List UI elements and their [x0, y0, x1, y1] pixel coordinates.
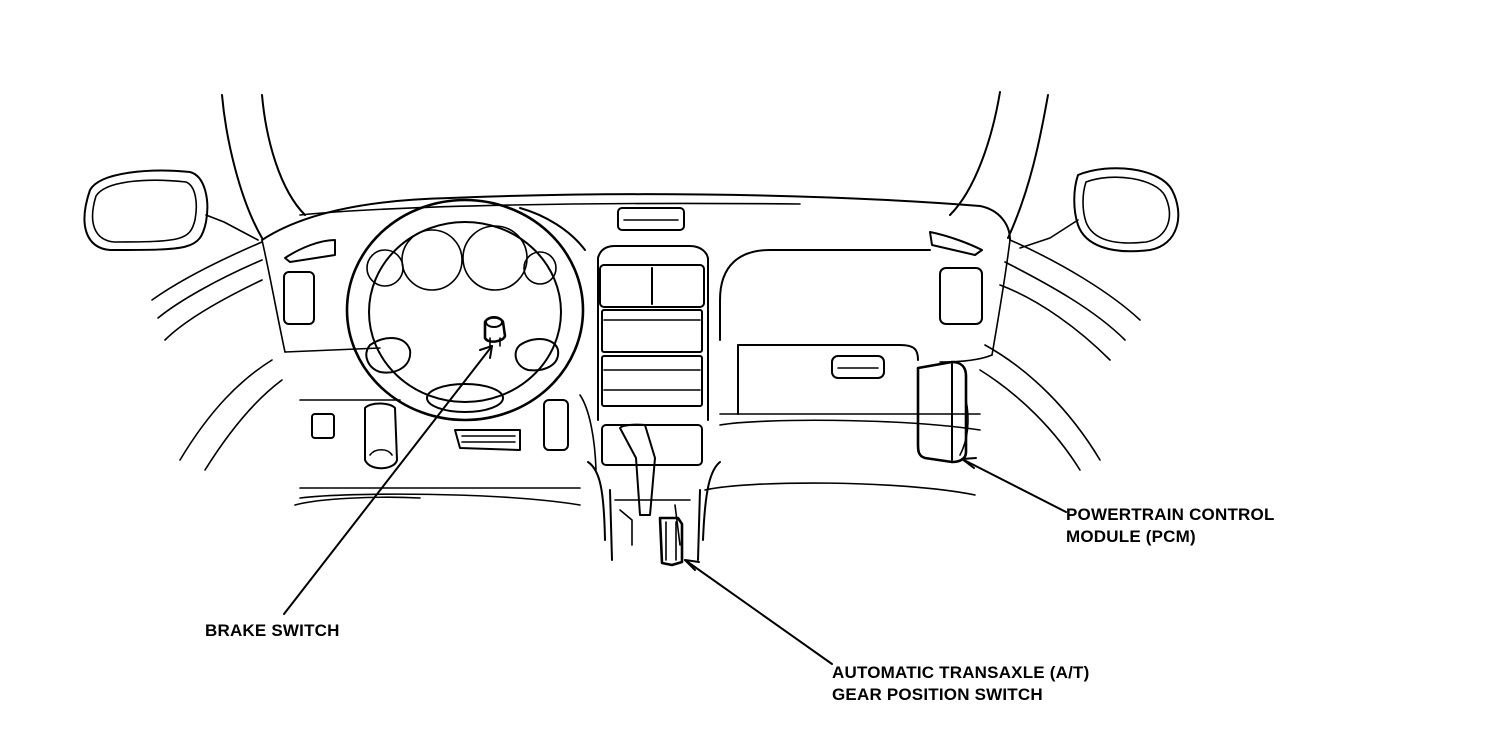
- left-side-mirror: [83, 169, 259, 251]
- leader-pcm: [961, 457, 1067, 513]
- brake-switch-part: [483, 316, 507, 347]
- right-side-mirror: [1019, 167, 1180, 253]
- right-door-lines: [939, 239, 1141, 471]
- steering-wheel: [345, 198, 585, 422]
- glovebox-area: [719, 249, 981, 415]
- lower-dash-left: [299, 394, 597, 506]
- left-door-lines: [151, 239, 381, 471]
- label-at-gear-position-switch: AUTOMATIC TRANSAXLE (A/T) GEAR POSITION …: [832, 662, 1089, 706]
- left-vents: [283, 239, 336, 325]
- label-powertrain-control-module: POWERTRAIN CONTROL MODULE (PCM): [1066, 504, 1275, 548]
- center-stack: [597, 245, 709, 421]
- leader-brake-switch: [283, 345, 493, 615]
- leader-at-switch: [684, 559, 833, 665]
- pcm-module: [916, 360, 969, 464]
- left-a-pillar: [221, 94, 306, 239]
- label-at-line-2: GEAR POSITION SWITCH: [832, 685, 1043, 704]
- label-pcm-line-2: MODULE (PCM): [1066, 527, 1196, 546]
- label-at-line-1: AUTOMATIC TRANSAXLE (A/T): [832, 663, 1090, 682]
- label-brake-switch-text: BRAKE SWITCH: [205, 621, 340, 640]
- shift-console: [587, 423, 721, 561]
- right-vents: [929, 231, 983, 325]
- seat-outlines: [294, 419, 981, 506]
- label-brake-switch: BRAKE SWITCH: [205, 620, 340, 642]
- dashboard-top: [261, 193, 1011, 251]
- label-pcm-line-1: POWERTRAIN CONTROL: [1066, 505, 1275, 524]
- right-a-pillar: [949, 91, 1049, 239]
- defroster-vent: [617, 207, 685, 231]
- at-gear-switch-part: [658, 516, 684, 567]
